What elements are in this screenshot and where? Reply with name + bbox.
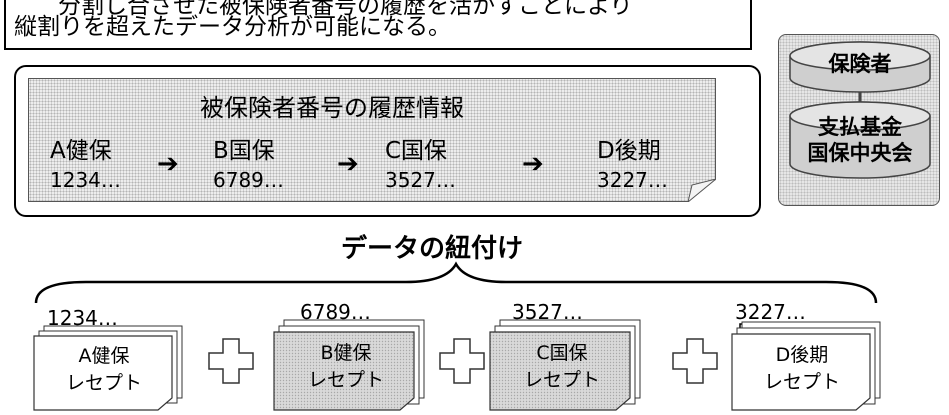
insurer-b-number: 6789… — [213, 168, 284, 192]
insurer-b-name: B国保 — [213, 138, 275, 164]
arrow-icon: ➔ — [157, 149, 179, 179]
insurer-a-name: A健保 — [50, 138, 112, 164]
receipt-a-label-2: レセプト — [65, 372, 142, 394]
receipt-c-label-1: C国保 — [536, 342, 588, 364]
arrow-icon: ➔ — [337, 149, 359, 179]
linking-brace — [34, 261, 878, 304]
insurer-c-name: C国保 — [385, 138, 448, 164]
insurer-d-number: 3227… — [597, 168, 668, 192]
receipt-d-label-1: D後期 — [775, 344, 829, 366]
caption-box — [4, 0, 752, 50]
receipt-b-stack-icon — [273, 319, 425, 411]
receipt-a-label-1: A健保 — [78, 345, 130, 367]
arrow-icon: ➔ — [522, 149, 544, 179]
database-cylinder-icon — [789, 41, 931, 179]
database-label-insurer: 保険者 — [828, 52, 892, 76]
receipt-a-stack-icon — [33, 325, 183, 411]
receipt-b-label-1: B健保 — [320, 342, 372, 364]
receipt-b-label-2: レセプト — [307, 369, 384, 391]
receipt-d-number: 3227… — [735, 300, 806, 324]
plus-icon — [208, 338, 254, 384]
receipt-d-stack-icon — [731, 321, 881, 411]
plus-icon — [439, 338, 485, 384]
receipt-c-label-2: レセプト — [523, 369, 600, 391]
insurer-c-number: 3527… — [385, 168, 456, 192]
plus-icon — [672, 338, 718, 384]
paper-fold-corner — [688, 179, 716, 202]
database-label-line-2: 国保中央会 — [807, 141, 913, 165]
insurer-d-name: D後期 — [597, 138, 661, 164]
linking-title: データの紐付け — [341, 234, 524, 264]
insurer-a-number: 1234… — [50, 168, 121, 192]
caption-line-1: 分割し合させた被保険者番号の履歴を活かすことにより — [58, 0, 633, 19]
caption-line-2: 縦割りを超えたデータ分析が可能になる。 — [14, 14, 451, 40]
receipt-d-label-2: レセプト — [763, 371, 840, 393]
receipt-c-stack-icon — [489, 319, 641, 411]
database-label-line-1: 支払基金 — [818, 115, 902, 139]
history-paper — [28, 78, 716, 202]
history-title: 被保険者番号の履歴情報 — [200, 94, 464, 122]
